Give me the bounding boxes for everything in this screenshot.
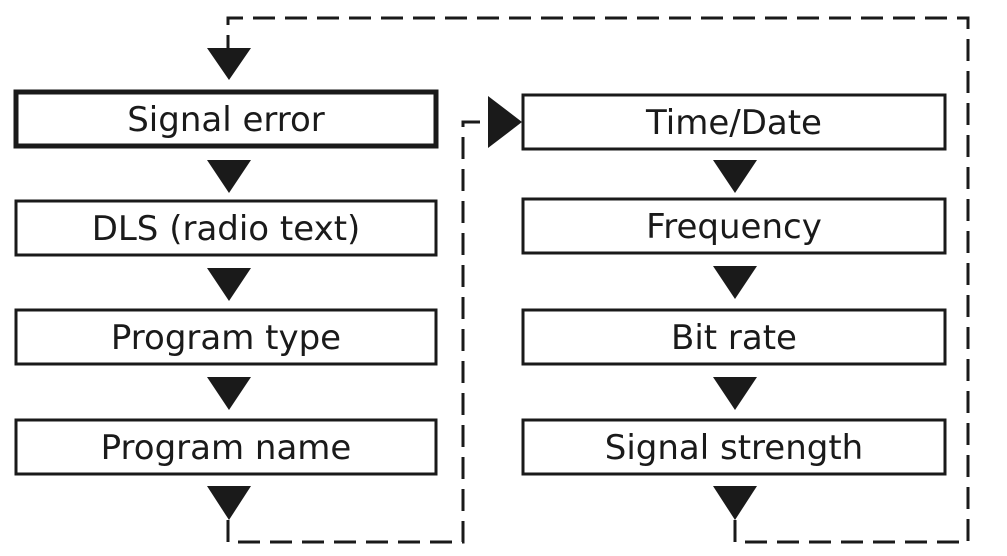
box-signal-strength — [521, 418, 947, 476]
arrow-down-right-1 — [713, 160, 757, 193]
box-frequency — [521, 197, 947, 255]
label-dls-radio-text: DLS (radio text) — [92, 209, 361, 249]
arrow-down-left-3 — [207, 377, 251, 410]
box-time-date — [521, 93, 947, 151]
label-frequency: Frequency — [646, 207, 822, 247]
label-signal-error: Signal error — [127, 100, 325, 140]
arrow-down-left-2 — [207, 268, 251, 301]
arrow-right-into-time-date — [488, 96, 522, 148]
box-bit-rate — [521, 308, 947, 366]
label-program-type: Program type — [111, 318, 341, 358]
box-signal-error — [13, 89, 439, 149]
arrow-down-right-2 — [713, 266, 757, 299]
box-program-type — [14, 308, 438, 366]
arrow-down-right-3 — [713, 377, 757, 410]
box-program-name — [14, 418, 438, 476]
arrow-down-right-exit — [713, 486, 757, 520]
loop-connector-left-to-right — [226, 120, 488, 544]
label-program-name: Program name — [101, 428, 352, 468]
label-signal-strength: Signal strength — [605, 428, 863, 468]
arrow-down-left-1 — [207, 160, 251, 193]
loop-connector-right-to-left — [226, 16, 970, 544]
label-bit-rate: Bit rate — [671, 318, 797, 358]
entry-arrow-down — [207, 48, 251, 80]
arrow-down-left-exit — [207, 486, 251, 520]
box-dls-radio-text — [14, 199, 438, 257]
label-time-date: Time/Date — [645, 103, 822, 143]
